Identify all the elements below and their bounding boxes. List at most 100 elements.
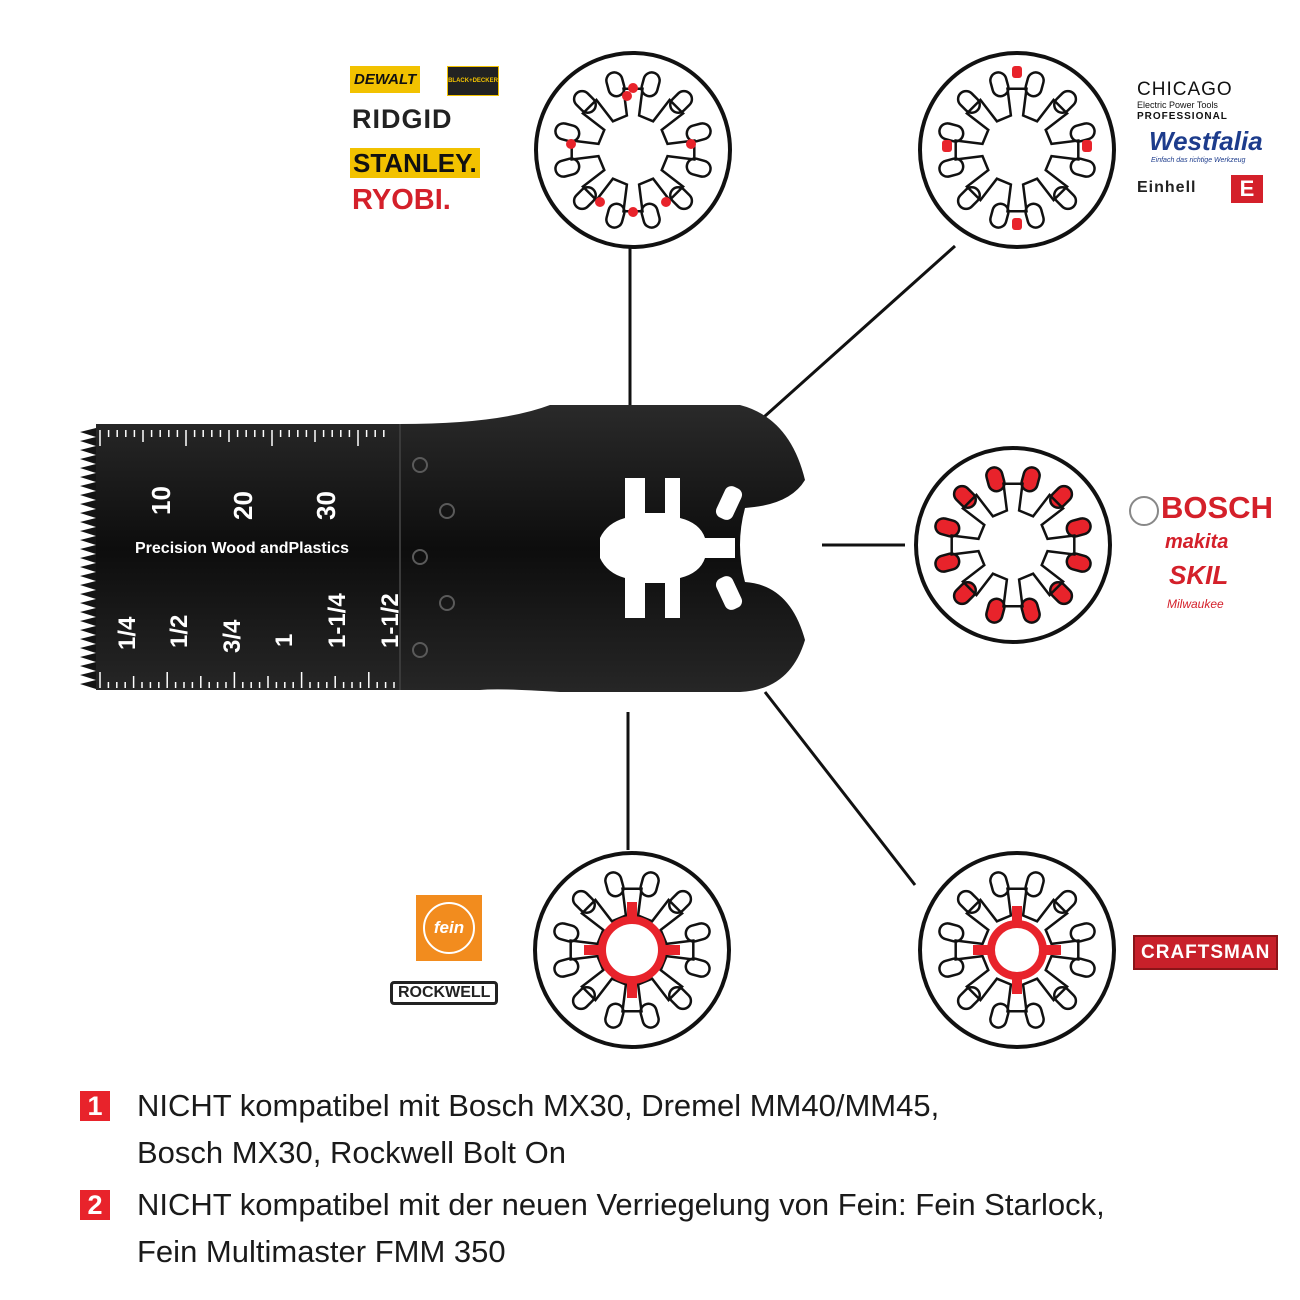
ruler-inch-label: 1/4 [114, 616, 141, 650]
brand-westfalia: Westfalia [1149, 126, 1263, 156]
mount-slot [554, 157, 581, 178]
mount-marker [622, 91, 632, 101]
brand-milwaukee: Milwaukee [1167, 597, 1224, 611]
ruler-inch-label: 1/2 [166, 615, 193, 648]
mount-marker [973, 945, 991, 955]
mount-slot [684, 922, 711, 943]
brand-einhell: Einhell [1137, 179, 1197, 196]
mount-slot [985, 597, 1006, 624]
mount-slot [553, 957, 580, 978]
brand-chicago-professional: PROFESSIONAL [1137, 111, 1228, 122]
mount-slot [1024, 71, 1045, 98]
blade-tooth [80, 428, 96, 437]
blade-tooth [80, 608, 96, 617]
note-number-badge: 2 [80, 1190, 110, 1220]
blade-tooth [80, 581, 96, 590]
mount-marker [595, 197, 605, 207]
mount-slot [604, 1002, 625, 1029]
blade-tooth [80, 572, 96, 581]
brand-fein: fein [433, 918, 465, 937]
brand-stanley: STANLEY. [350, 148, 480, 178]
blade-tooth [80, 653, 96, 662]
mount-marker [1082, 140, 1092, 152]
brand-group-bottom-left: fein ROCKWELL [388, 895, 508, 1010]
blade-tooth [80, 545, 96, 554]
mount-slot [1065, 517, 1092, 538]
mount-marker [627, 902, 637, 920]
mount-marker [584, 945, 602, 955]
mount-pattern-circle [918, 51, 1116, 249]
brand-westfalia-tagline: Einfach das richtige Werkzeug [1151, 157, 1246, 164]
saw-blade: 10 20 30 Precision Wood andPlastics 1/4 … [80, 405, 805, 692]
brand-chicago: CHICAGO [1137, 79, 1233, 100]
mount-slot [1069, 157, 1096, 178]
ruler-inch-label: 1-1/2 [377, 593, 404, 648]
mount-marker [628, 207, 638, 217]
mount-slot [1069, 922, 1096, 943]
mount-marker [1012, 66, 1022, 78]
blade-tooth [80, 491, 96, 500]
note-number-badge: 1 [80, 1091, 110, 1121]
mount-marker [1012, 218, 1022, 230]
mount-marker [686, 139, 696, 149]
brand-ryobi: RYOBI. [352, 184, 451, 216]
mount-marker [1012, 976, 1022, 994]
mount-pattern-circle [534, 51, 732, 249]
brand-skil: SKIL [1169, 560, 1229, 590]
mount-pattern-circle [914, 446, 1112, 644]
blade-tooth [80, 536, 96, 545]
mount-marker [627, 980, 637, 998]
mount-pattern-circle [918, 851, 1116, 1049]
mount-slot [639, 1002, 660, 1029]
blade-tooth [80, 617, 96, 626]
blade-tooth [80, 554, 96, 563]
mount-slot [938, 157, 965, 178]
brand-dewalt: DEWALT [350, 66, 421, 93]
mount-marker [1043, 945, 1061, 955]
mount-slot [989, 71, 1010, 98]
blade-tooth [80, 590, 96, 599]
mount-slot [639, 871, 660, 898]
ruler-ticks [99, 430, 395, 688]
einhell-mark-icon: E [1231, 175, 1263, 203]
blade-hole [412, 457, 428, 473]
brand-bosch: BOSCH [1161, 490, 1273, 525]
blade-hole [412, 642, 428, 658]
mount-slot [989, 1002, 1010, 1029]
blade-tooth [80, 680, 96, 689]
blade-tooth [80, 599, 96, 608]
blade-tooth [80, 455, 96, 464]
ruler-mm-label: 20 [228, 491, 258, 520]
mount-marker [942, 140, 952, 152]
blade-tooth [80, 626, 96, 635]
mount-marker [662, 945, 680, 955]
mount-slot [685, 157, 712, 178]
mount-slot [553, 922, 580, 943]
mount-slot [938, 922, 965, 943]
fein-ring-icon [423, 902, 475, 954]
blade-tooth [80, 500, 96, 509]
blade-tooth [80, 464, 96, 473]
blade-tooth [80, 509, 96, 518]
brand-group-top-right: CHICAGO Electric Power Tools PROFESSIONA… [1135, 80, 1285, 210]
blade-tooth [80, 482, 96, 491]
mount-slot [989, 871, 1010, 898]
mount-slot [605, 71, 626, 98]
mount-slot [985, 466, 1006, 493]
mount-slot [1024, 1002, 1045, 1029]
mount-slot [640, 71, 661, 98]
brand-group-middle-right: BOSCH makita SKIL Milwaukee [1125, 490, 1275, 630]
brand-chicago-sub: Electric Power Tools [1137, 100, 1218, 110]
blade-tooth [80, 437, 96, 446]
mount-slot [605, 202, 626, 229]
brand-rockwell: ROCKWELL [390, 981, 499, 1005]
mount-pattern-circle [533, 851, 731, 1049]
fein-logo: fein [416, 895, 482, 961]
blade-teeth [80, 428, 96, 689]
mount-slot [938, 957, 965, 978]
blade-body [96, 405, 805, 692]
blade-tooth [80, 635, 96, 644]
connector-top-right [753, 244, 957, 427]
